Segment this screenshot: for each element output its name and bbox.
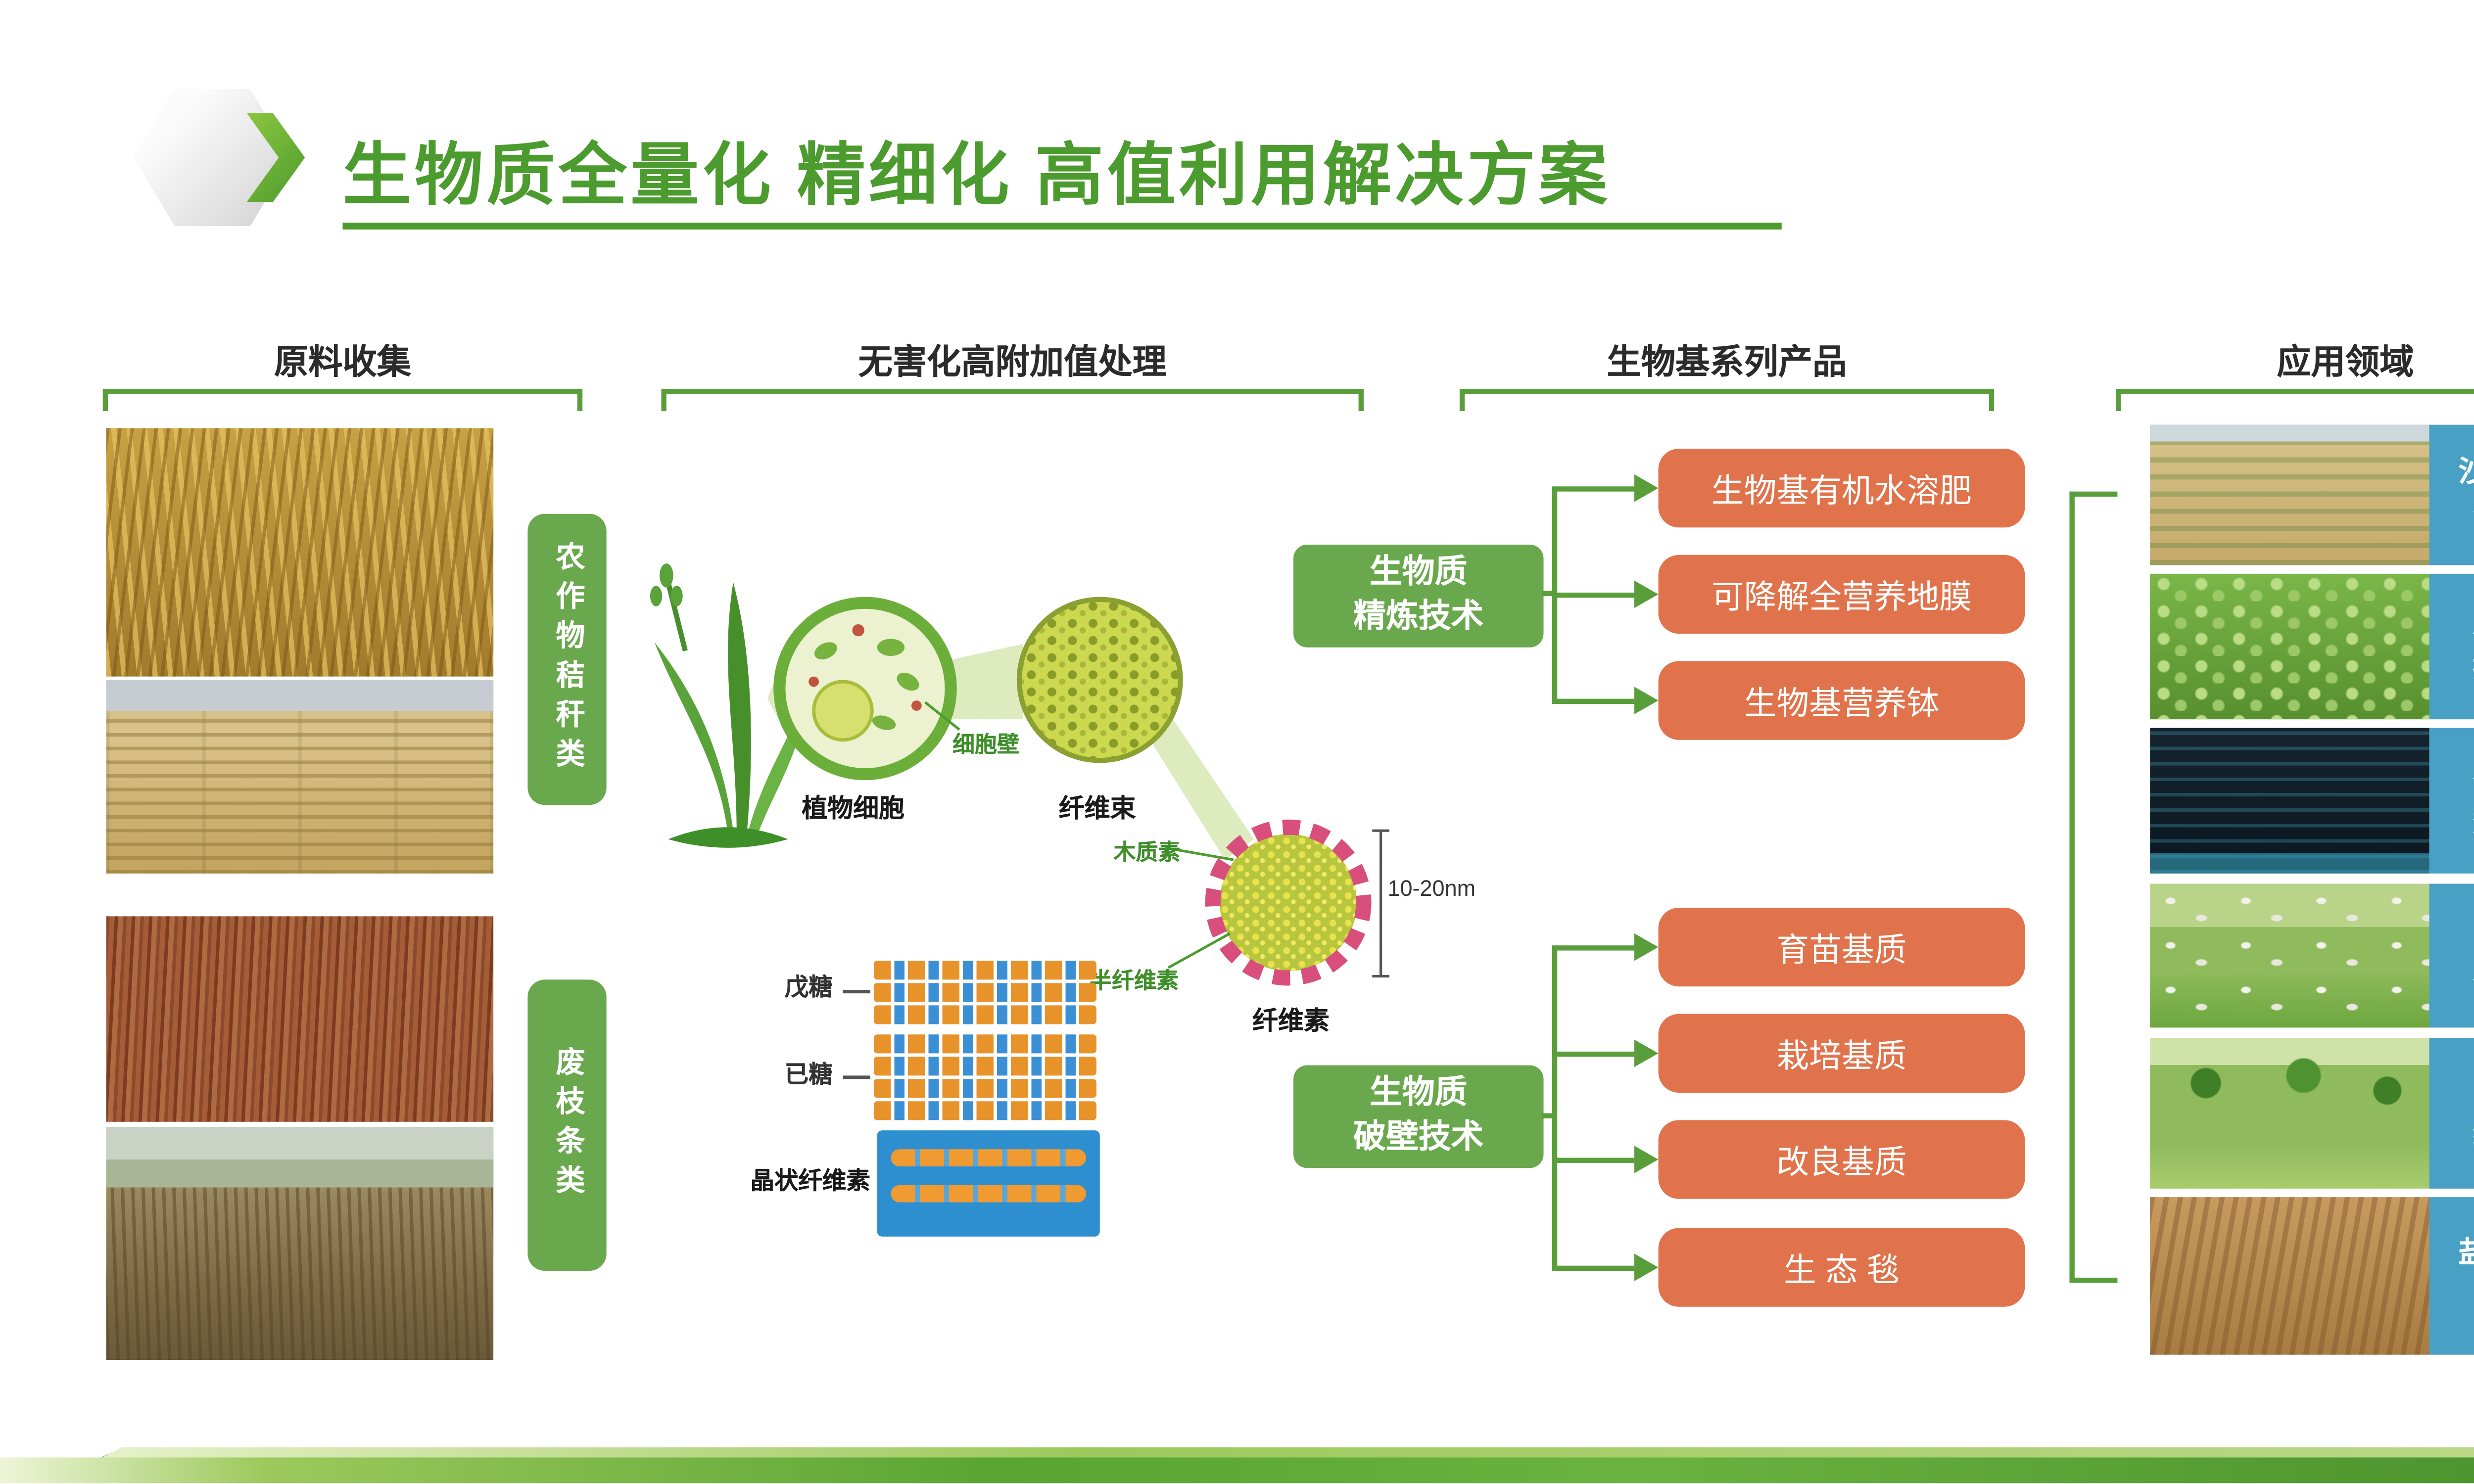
application-label-landscaping: 园林 绿化 (2429, 1038, 2474, 1189)
section-header-products: 生物基系列产品 (1607, 344, 1847, 382)
section-header-collection: 原料收集 (274, 344, 411, 382)
connector-line (1555, 1158, 1635, 1163)
cell-wall-label: 细胞壁 (952, 731, 1020, 757)
sugar-chain-row (873, 1034, 1096, 1054)
sugar-chain-row (873, 961, 1096, 980)
sugar-chain-row (873, 1079, 1096, 1098)
cellulose-cross-section (1205, 819, 1372, 986)
application-label-desertification: 沙漠化 治理 (2429, 424, 2474, 565)
fiber-bundle-label: 纤维束 (1058, 794, 1136, 824)
connector-line (1552, 486, 1558, 704)
connector-line (1555, 1265, 1635, 1271)
cellulose-label: 纤维素 (1252, 1007, 1330, 1036)
plant-cell-label: 植物细胞 (802, 794, 905, 824)
footer-ribbon-main (0, 1457, 2474, 1484)
arrowhead-icon (1634, 1039, 1659, 1067)
arrowhead-icon (1634, 474, 1659, 502)
sugar-chain-row (873, 983, 1096, 1002)
crystalline-cellulose-label: 晶状纤维素 (750, 1166, 870, 1194)
hexose-pointer (843, 1075, 870, 1079)
title-underline (342, 223, 1782, 230)
product-ecological-blanket: 生 态 毯 (1658, 1228, 2025, 1307)
desertification-photo (2150, 424, 2429, 565)
plant-illustration (650, 563, 812, 848)
technique-refining-box: 生物质 精炼技术 (1293, 545, 1544, 648)
product-cultivation-substrate: 栽培基质 (1658, 1014, 2025, 1093)
cellulose-chain-graphic (891, 1149, 1087, 1166)
cellulose-chain-graphic (891, 1185, 1087, 1203)
application-label-livestock: 畜牧 养殖 (2429, 883, 2474, 1028)
straw-bales-photo (106, 680, 494, 874)
processing-diagram (650, 563, 1389, 986)
section-bracket-products (1459, 388, 1995, 411)
connector-line (1555, 945, 1635, 951)
pointer-lines (924, 701, 1234, 969)
livestock-photo (2150, 883, 2429, 1028)
agriculture-data-photo (2150, 728, 2429, 874)
pentose-pointer (843, 990, 870, 994)
landscaping-photo (2150, 1038, 2429, 1189)
connector-line (1555, 592, 1635, 598)
application-label-fertility: 肥力 提升 (2429, 573, 2474, 720)
saline-soil-photo (2150, 1197, 2429, 1355)
category-waste-branches: 废枝条类 (527, 979, 607, 1271)
arrowhead-icon (1634, 1146, 1659, 1173)
connector-line (1555, 698, 1635, 704)
red-branches-photo (106, 916, 494, 1122)
connector-line (1542, 591, 1556, 596)
connector-line (1552, 945, 1558, 1271)
fiber-bundle-graphic (1016, 597, 1183, 763)
section-bracket-processing (661, 388, 1364, 411)
application-label-saline-soil: 盐碱地 改良 (2429, 1197, 2474, 1355)
fertility-photo (2150, 573, 2429, 720)
arrowhead-icon (1634, 580, 1659, 608)
lignin-label: 木质素 (1113, 839, 1181, 865)
product-improvement-substrate: 改良基质 (1658, 1120, 2025, 1199)
category-crop-straw: 农作物秸秆类 (527, 513, 607, 805)
connector-line (1555, 486, 1635, 492)
arrowhead-icon (1634, 1253, 1659, 1281)
pentose-label: 戊糖 (784, 973, 833, 1000)
application-label-ag-data: 农业 数据 (2429, 728, 2474, 874)
measure-bracket (1372, 829, 1389, 978)
product-seedling-substrate: 育苗基质 (1658, 908, 2025, 987)
fiber-diameter-label: 10-20nm (1387, 875, 1476, 901)
hexose-label: 已糖 (784, 1060, 833, 1088)
product-water-soluble-fertilizer: 生物基有机水溶肥 (1658, 449, 2025, 528)
product-degradable-mulch-film: 可降解全营养地膜 (1658, 555, 2025, 634)
sugar-chain-row (873, 1057, 1096, 1076)
page-title: 生物质全量化 精细化 高值利用解决方案 (342, 139, 1611, 214)
section-bracket-applications (2115, 388, 2474, 411)
hemicellulose-label: 半纤维素 (1090, 968, 1179, 994)
crystalline-cellulose-panel (877, 1130, 1100, 1237)
section-header-processing: 无害化高附加值处理 (858, 344, 1167, 382)
arrowhead-icon (1634, 687, 1659, 714)
corn-straw-photo (106, 428, 494, 677)
section-bracket-collection (102, 388, 583, 411)
section-header-applications: 应用领域 (2277, 344, 2414, 382)
technique-wall-breaking-box: 生物质 破壁技术 (1293, 1065, 1544, 1168)
sugar-chain-row (873, 1005, 1096, 1024)
hexagon-logo (134, 89, 291, 227)
orchard-prunings-photo (106, 1127, 494, 1360)
applications-bracket (2069, 491, 2118, 1283)
product-nutrition-pot: 生物基营养钵 (1658, 661, 2025, 740)
sugar-chain-row (873, 1101, 1096, 1120)
connector-line (1555, 1051, 1635, 1057)
connector-line (1542, 1113, 1556, 1118)
arrowhead-icon (1634, 933, 1659, 961)
plant-cell-graphic (773, 597, 957, 781)
